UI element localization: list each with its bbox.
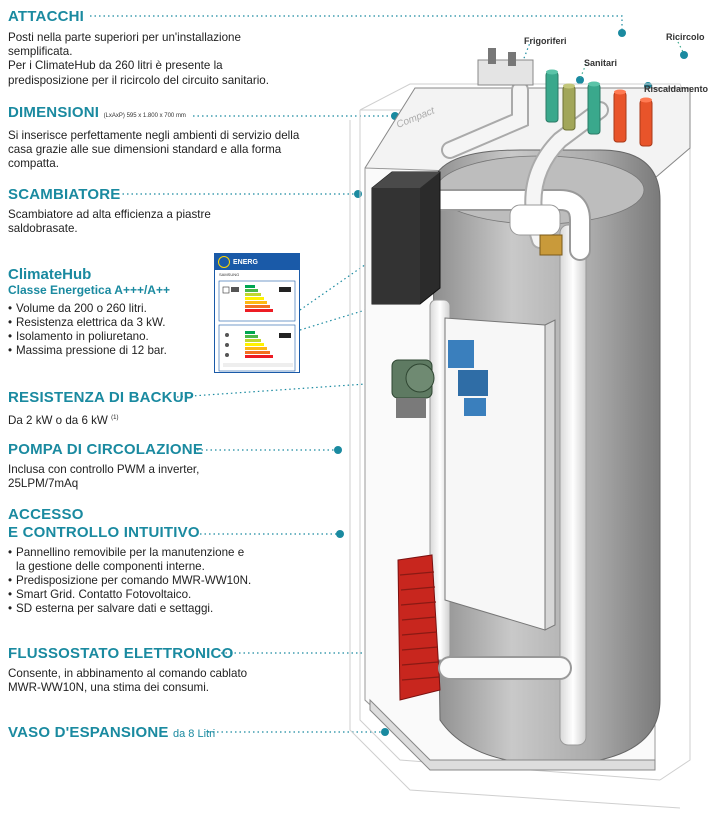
pompa-body: Inclusa con controllo PWM a inverter, 25… xyxy=(8,463,200,491)
dimensioni-subtitle: (LxAxP) 595 x 1.800 x 700 mm xyxy=(103,113,186,119)
connection-pipes xyxy=(545,69,653,147)
eu-flag-icon xyxy=(218,256,230,268)
energy-label-brand: SAMSUNG xyxy=(219,272,240,277)
list-item: Massima pressione di 12 bar. xyxy=(8,344,208,358)
section-dimensioni: DIMENSIONI (LxAxP) 595 x 1.800 x 700 mm … xyxy=(8,104,303,172)
list-item: Smart Grid. Contatto Fotovoltaico. xyxy=(8,588,253,602)
dimensioni-body: Si inserisce perfettamente negli ambient… xyxy=(8,129,300,171)
plate-heat-exchanger xyxy=(371,171,441,305)
list-item: Volume da 200 o 260 litri. xyxy=(8,302,208,316)
pipe-manifold xyxy=(429,48,609,261)
vaso-title: VASO D'ESPANSIONE xyxy=(8,724,169,741)
energy-scale-graphic xyxy=(218,280,296,372)
attacchi-body: Posti nella parte superiori per un'insta… xyxy=(8,31,269,87)
attacchi-title: ATTACCHI xyxy=(8,8,85,25)
section-accesso: ACCESSO E CONTROLLO INTUITIVO Pannellino… xyxy=(8,506,253,616)
accesso-title-line1: ACCESSO xyxy=(8,506,84,523)
resistenza-title: RESISTENZA DI BACKUP xyxy=(8,389,194,406)
resistenza-note: (1) xyxy=(111,415,119,421)
climatehub-title: ClimateHub xyxy=(8,266,92,283)
accesso-list: Pannellino removibile per la manutenzion… xyxy=(8,546,253,616)
label-ricircolo: Ricircolo xyxy=(666,32,705,42)
list-item: SD esterna per salvare dati e settaggi. xyxy=(8,602,253,616)
section-scambiatore: SCAMBIATORE Scambiatore ad alta efficien… xyxy=(8,186,258,236)
section-climatehub: ClimateHub Classe Energetica A+++/A++ Vo… xyxy=(8,266,208,358)
heat-exchanger-coil xyxy=(397,554,441,701)
accesso-title-line2: E CONTROLLO INTUITIVO xyxy=(8,524,200,541)
circulation-pump xyxy=(391,359,435,418)
section-pompa: POMPA DI CIRCOLAZIONE Inclusa con contro… xyxy=(8,441,248,491)
pompa-title: POMPA DI CIRCOLAZIONE xyxy=(8,441,204,458)
flussostato-body: Consente, in abbinamento al comando cabl… xyxy=(8,667,248,695)
scambiatore-title: SCAMBIATORE xyxy=(8,186,121,203)
dimensioni-title: DIMENSIONI xyxy=(8,104,100,121)
vaso-subtitle: da 8 Litri xyxy=(172,728,216,740)
flussostato-title: FLUSSOSTATO ELETTRONICO xyxy=(8,645,234,662)
list-item: Pannellino removibile per la manutenzion… xyxy=(8,546,253,574)
section-vaso: VASO D'ESPANSIONE da 8 Litri xyxy=(8,724,268,743)
climatehub-list: Volume da 200 o 260 litri. Resistenza el… xyxy=(8,302,208,358)
label-sanitari: Sanitari xyxy=(584,58,618,68)
label-frigoriferi: Frigoriferi xyxy=(524,36,567,46)
list-item: Isolamento in poliuretano. xyxy=(8,330,208,344)
section-resistenza: RESISTENZA DI BACKUP Da 2 kW o da 6 kW (… xyxy=(8,389,268,428)
list-item: Resistenza elettrica da 3 kW. xyxy=(8,316,208,330)
climatehub-subtitle: Classe Energetica A+++/A++ xyxy=(8,283,170,297)
scambiatore-body: Scambiatore ad alta efficienza a piastre… xyxy=(8,208,211,236)
control-panel xyxy=(444,317,556,631)
section-flussostato: FLUSSOSTATO ELETTRONICO Consente, in abb… xyxy=(8,645,248,695)
energy-label: ENERG SAMSUNG xyxy=(214,253,300,373)
section-attacchi: ATTACCHI Posti nella parte superiori per… xyxy=(8,8,293,88)
list-item: Predisposizione per comando MWR-WW10N. xyxy=(8,574,253,588)
energy-label-header: ENERG xyxy=(215,254,299,270)
resistenza-body: Da 2 kW o da 6 kW xyxy=(8,413,108,427)
energy-label-title: ENERG xyxy=(233,258,258,266)
label-riscaldamento: Riscaldamento xyxy=(644,84,709,94)
